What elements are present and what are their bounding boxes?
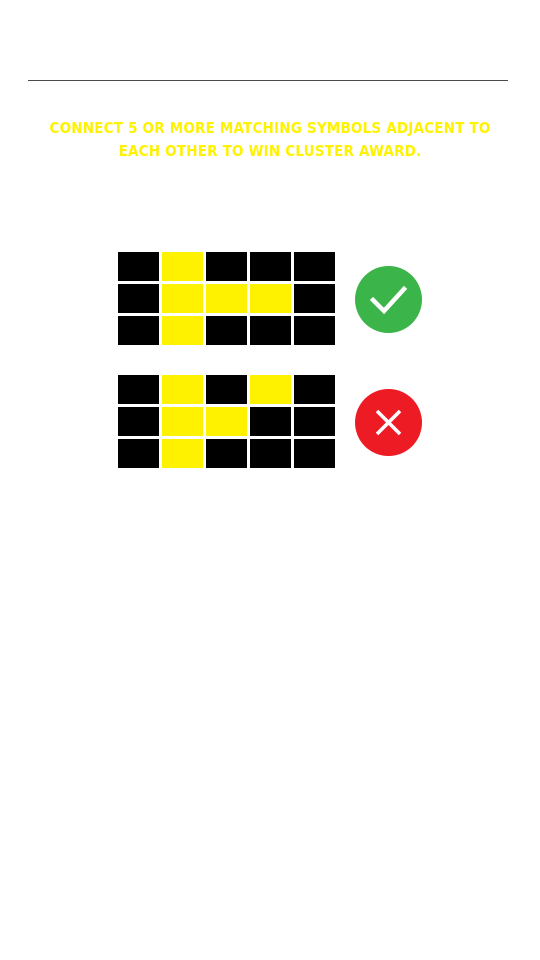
empty-symbol-cell — [250, 439, 291, 468]
empty-symbol-cell — [118, 316, 159, 345]
empty-symbol-cell — [118, 284, 159, 313]
empty-symbol-cell — [118, 407, 159, 436]
empty-symbol-cell — [294, 284, 335, 313]
check-icon — [355, 266, 422, 333]
highlighted-symbol-cell — [162, 407, 203, 436]
highlighted-symbol-cell — [162, 375, 203, 404]
highlighted-symbol-cell — [206, 407, 247, 436]
highlighted-symbol-cell — [162, 439, 203, 468]
highlighted-symbol-cell — [162, 316, 203, 345]
close-icon — [355, 389, 422, 456]
highlighted-symbol-cell — [162, 284, 203, 313]
empty-symbol-cell — [250, 316, 291, 345]
cluster-rule-text: CONNECT 5 OR MORE MATCHING SYMBOLS ADJAC… — [49, 119, 491, 160]
empty-symbol-cell — [206, 439, 247, 468]
empty-symbol-cell — [206, 375, 247, 404]
invalid-cluster-grid — [118, 375, 336, 468]
empty-symbol-cell — [250, 252, 291, 281]
highlighted-symbol-cell — [250, 375, 291, 404]
empty-symbol-cell — [294, 375, 335, 404]
empty-symbol-cell — [294, 316, 335, 345]
invalid-cluster-badge — [355, 389, 422, 456]
valid-cluster-badge — [355, 266, 422, 333]
highlighted-symbol-cell — [206, 284, 247, 313]
empty-symbol-cell — [118, 439, 159, 468]
empty-symbol-cell — [206, 252, 247, 281]
empty-symbol-cell — [294, 439, 335, 468]
empty-symbol-cell — [294, 407, 335, 436]
empty-symbol-cell — [294, 252, 335, 281]
empty-symbol-cell — [250, 407, 291, 436]
empty-symbol-cell — [118, 252, 159, 281]
highlighted-symbol-cell — [250, 284, 291, 313]
valid-cluster-grid — [118, 252, 336, 345]
highlighted-symbol-cell — [162, 252, 203, 281]
header-divider — [28, 80, 508, 81]
empty-symbol-cell — [118, 375, 159, 404]
empty-symbol-cell — [206, 316, 247, 345]
